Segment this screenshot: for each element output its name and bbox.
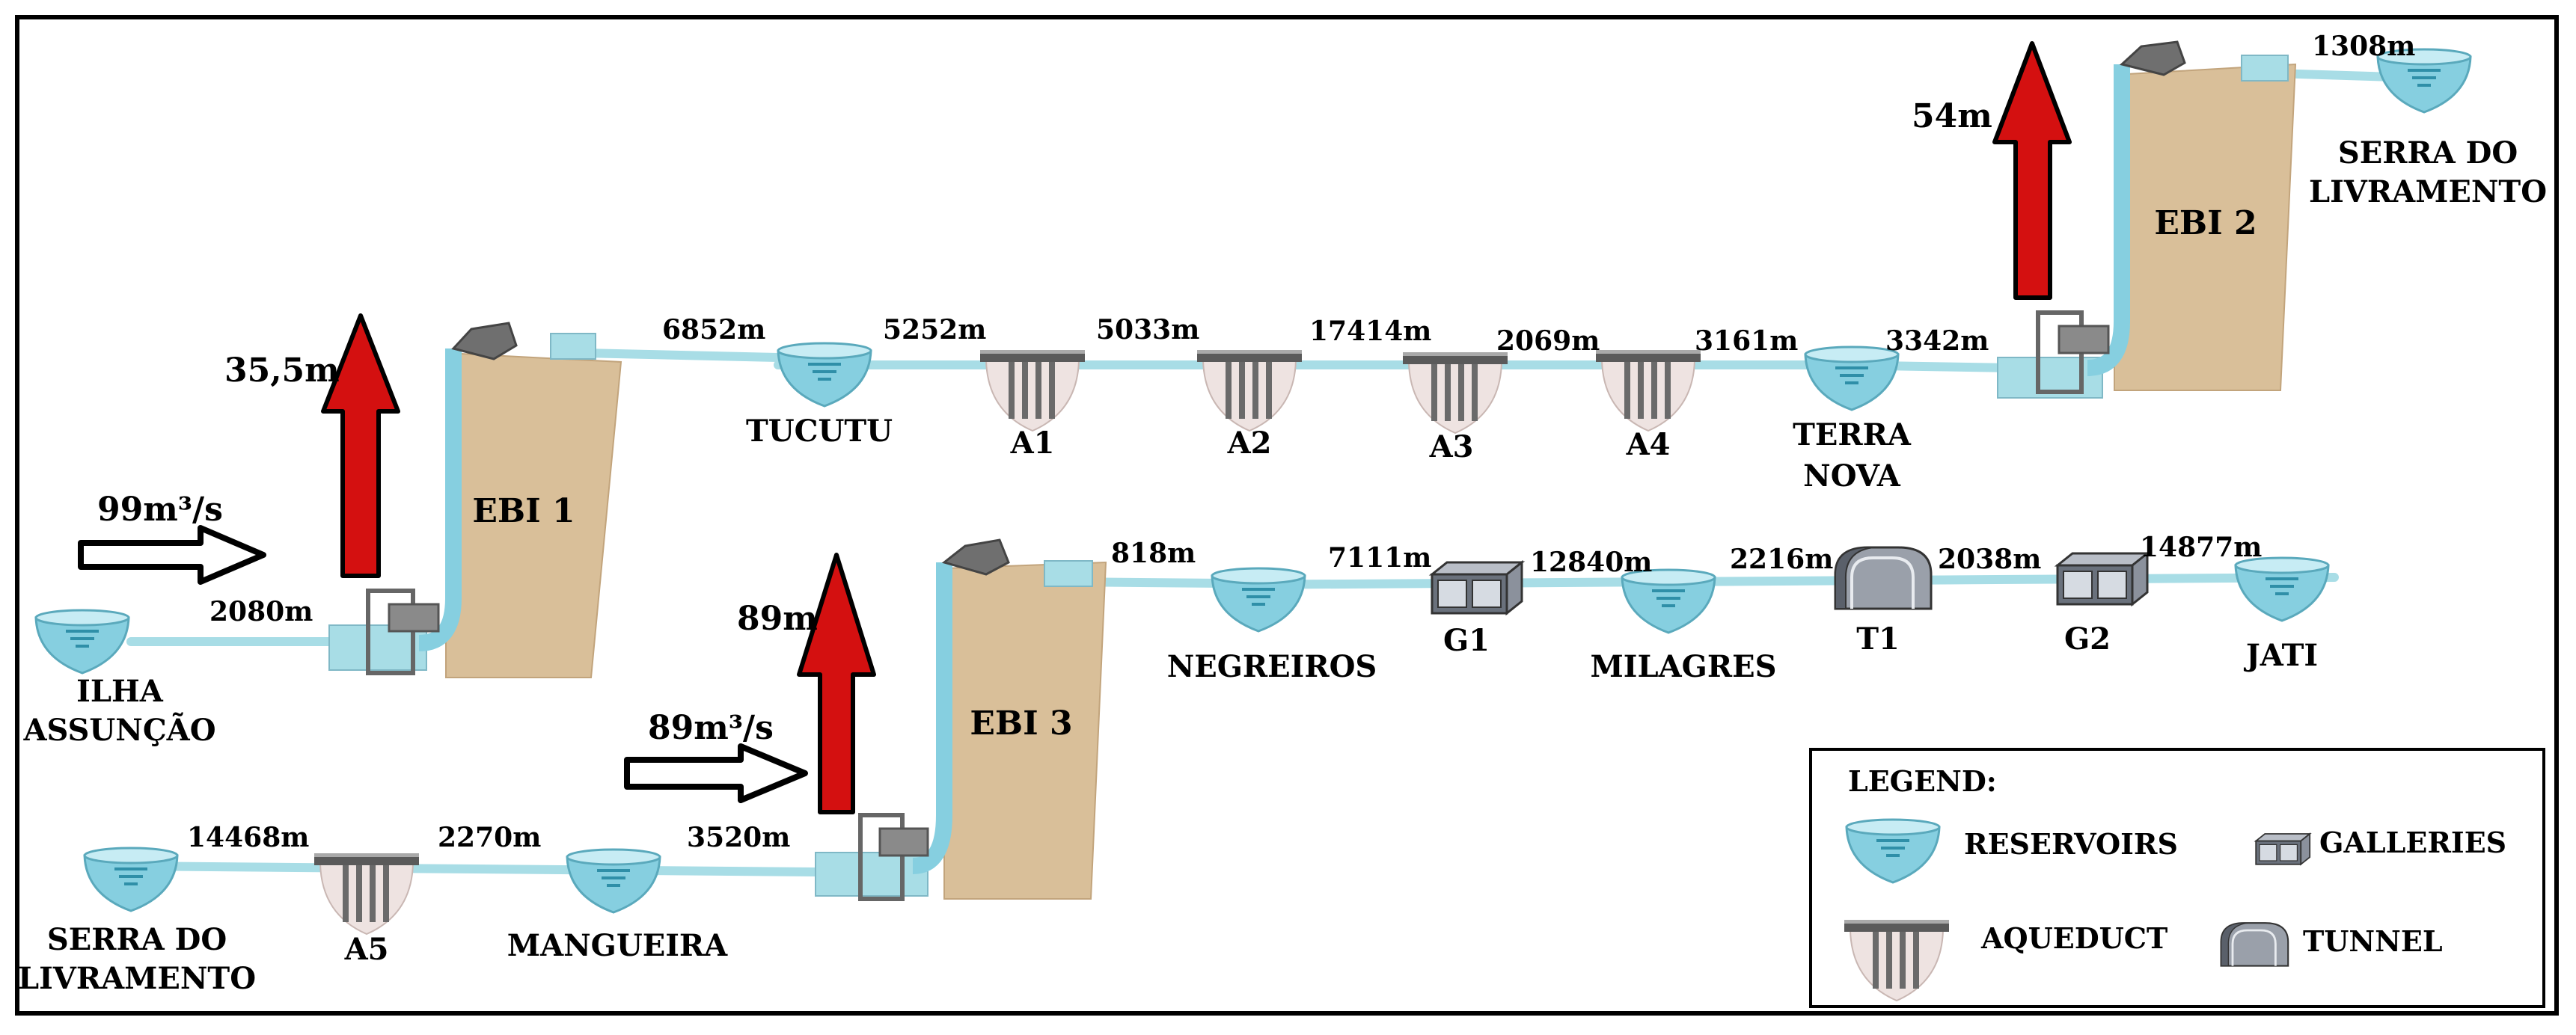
distance-label: 3342m xyxy=(1885,325,1989,357)
flow-arrow-north xyxy=(78,525,266,585)
legend-gallery-icon xyxy=(2255,833,2311,865)
legend: LEGEND: RESERVOIRS AQUEDUCT GALLERIES TU… xyxy=(1809,748,2545,1008)
legend-title: LEGEND: xyxy=(1848,764,1997,798)
aqueduct-a2 xyxy=(1196,349,1303,431)
reservoir-label: TERRA xyxy=(1793,417,1912,452)
distance-label: 2038m xyxy=(1938,544,2041,575)
aqueduct-label: A1 xyxy=(1010,426,1055,461)
gallery-g1 xyxy=(1431,561,1523,615)
legend-reservoirs: RESERVOIRS xyxy=(1964,827,2178,861)
aqueduct-label: A5 xyxy=(344,932,389,967)
reservoir-tucutu xyxy=(777,342,872,408)
reservoir-label: ASSUNÇÃO xyxy=(22,713,215,748)
legend-tunnel: TUNNEL xyxy=(2303,924,2443,958)
flow-label-north: 99m³/s xyxy=(97,491,223,529)
distance-label: 1308m xyxy=(2312,31,2415,62)
reservoir-label: MANGUEIRA xyxy=(507,928,728,963)
reservoir-milagres xyxy=(1621,568,1716,634)
reservoir-label: JATI xyxy=(2244,638,2318,673)
flow-label-east: 89m³/s xyxy=(648,709,774,747)
legend-aqueduct: AQUEDUCT xyxy=(1980,921,2167,955)
distance-label: 2080m xyxy=(209,596,313,627)
distance-label: 14877m xyxy=(2140,532,2262,563)
aqueduct-a3 xyxy=(1402,351,1508,434)
reservoir-label: TUCUTU xyxy=(746,414,893,449)
lift-label-ebi3: 89m xyxy=(737,600,818,638)
reservoir-label: SERRA DO xyxy=(2338,135,2518,171)
flow-arrow-east xyxy=(624,743,808,803)
distance-label: 7111m xyxy=(1328,542,1431,574)
aqueduct-label: A4 xyxy=(1626,427,1671,462)
ebi2-label: EBI 2 xyxy=(2154,204,2257,242)
distance-labels: 2080m 6852m 5252m 5033m 17414m 2069m 316… xyxy=(187,31,2415,853)
reservoir-jati xyxy=(2234,556,2330,622)
reservoir-label: NOVA xyxy=(1803,458,1901,494)
aqueduct-a5 xyxy=(313,853,420,935)
ebi3-station: EBI 3 xyxy=(815,538,1107,901)
distance-label: 2069m xyxy=(1496,325,1600,357)
aqueduct-label: A3 xyxy=(1429,429,1474,464)
distance-label: 818m xyxy=(1111,538,1196,569)
reservoir-label: ILHA xyxy=(76,674,164,709)
aqueduct-a1 xyxy=(979,349,1086,431)
ebi1-label: EBI 1 xyxy=(472,492,575,530)
distance-label: 14468m xyxy=(187,822,309,853)
distance-label: 5033m xyxy=(1096,314,1199,345)
reservoir-label: MILAGRES xyxy=(1591,649,1777,684)
distance-label: 5252m xyxy=(883,314,986,345)
lift-arrow-ebi3 xyxy=(797,553,876,814)
ebi3-label: EBI 3 xyxy=(970,704,1072,743)
reservoir-negreiros xyxy=(1211,567,1306,633)
legend-tunnel-icon xyxy=(2220,921,2289,967)
ebi1-station: EBI 1 xyxy=(328,322,622,678)
pipes xyxy=(123,68,2421,876)
reservoir-mangueira xyxy=(566,848,661,914)
lift-arrow-ebi2 xyxy=(1992,41,2072,300)
lift-arrow-ebi1 xyxy=(321,313,400,578)
distance-label: 12840m xyxy=(1530,547,1652,578)
aqueduct-a4 xyxy=(1595,349,1701,431)
gallery-label: G2 xyxy=(2064,621,2111,657)
name-labels: ILHA ASSUNÇÃO TUCUTU TERRA NOVA SERRA DO… xyxy=(18,135,2547,996)
gallery-label: G1 xyxy=(1443,623,1490,658)
reservoir-label: LIVRAMENTO xyxy=(2309,174,2547,209)
distance-label: 2216m xyxy=(1730,544,1833,575)
tunnel-t1 xyxy=(1834,546,1933,610)
distance-label: 3161m xyxy=(1695,325,1798,357)
reservoir-ilha-assuncao xyxy=(34,609,130,675)
reservoir-label: NEGREIROS xyxy=(1167,649,1377,684)
legend-galleries: GALLERIES xyxy=(2319,826,2506,859)
lift-label-ebi2: 54m xyxy=(1912,97,1992,135)
distance-label: 17414m xyxy=(1309,316,1431,347)
lift-label-ebi1: 35,5m xyxy=(224,351,340,390)
gallery-g2 xyxy=(2056,552,2149,606)
reservoir-label: SERRA DO xyxy=(47,922,227,957)
aqueduct-label: A2 xyxy=(1227,426,1272,461)
reservoir-label: LIVRAMENTO xyxy=(18,961,256,996)
ebi2-station: EBI 2 xyxy=(1997,40,2297,399)
reservoir-terra-nova xyxy=(1804,345,1900,411)
distance-label: 6852m xyxy=(662,314,765,345)
tunnel-label: T1 xyxy=(1856,621,1900,657)
reservoir-serra-bottom xyxy=(83,847,179,912)
distance-label: 2270m xyxy=(438,822,541,853)
distance-label: 3520m xyxy=(687,822,790,853)
